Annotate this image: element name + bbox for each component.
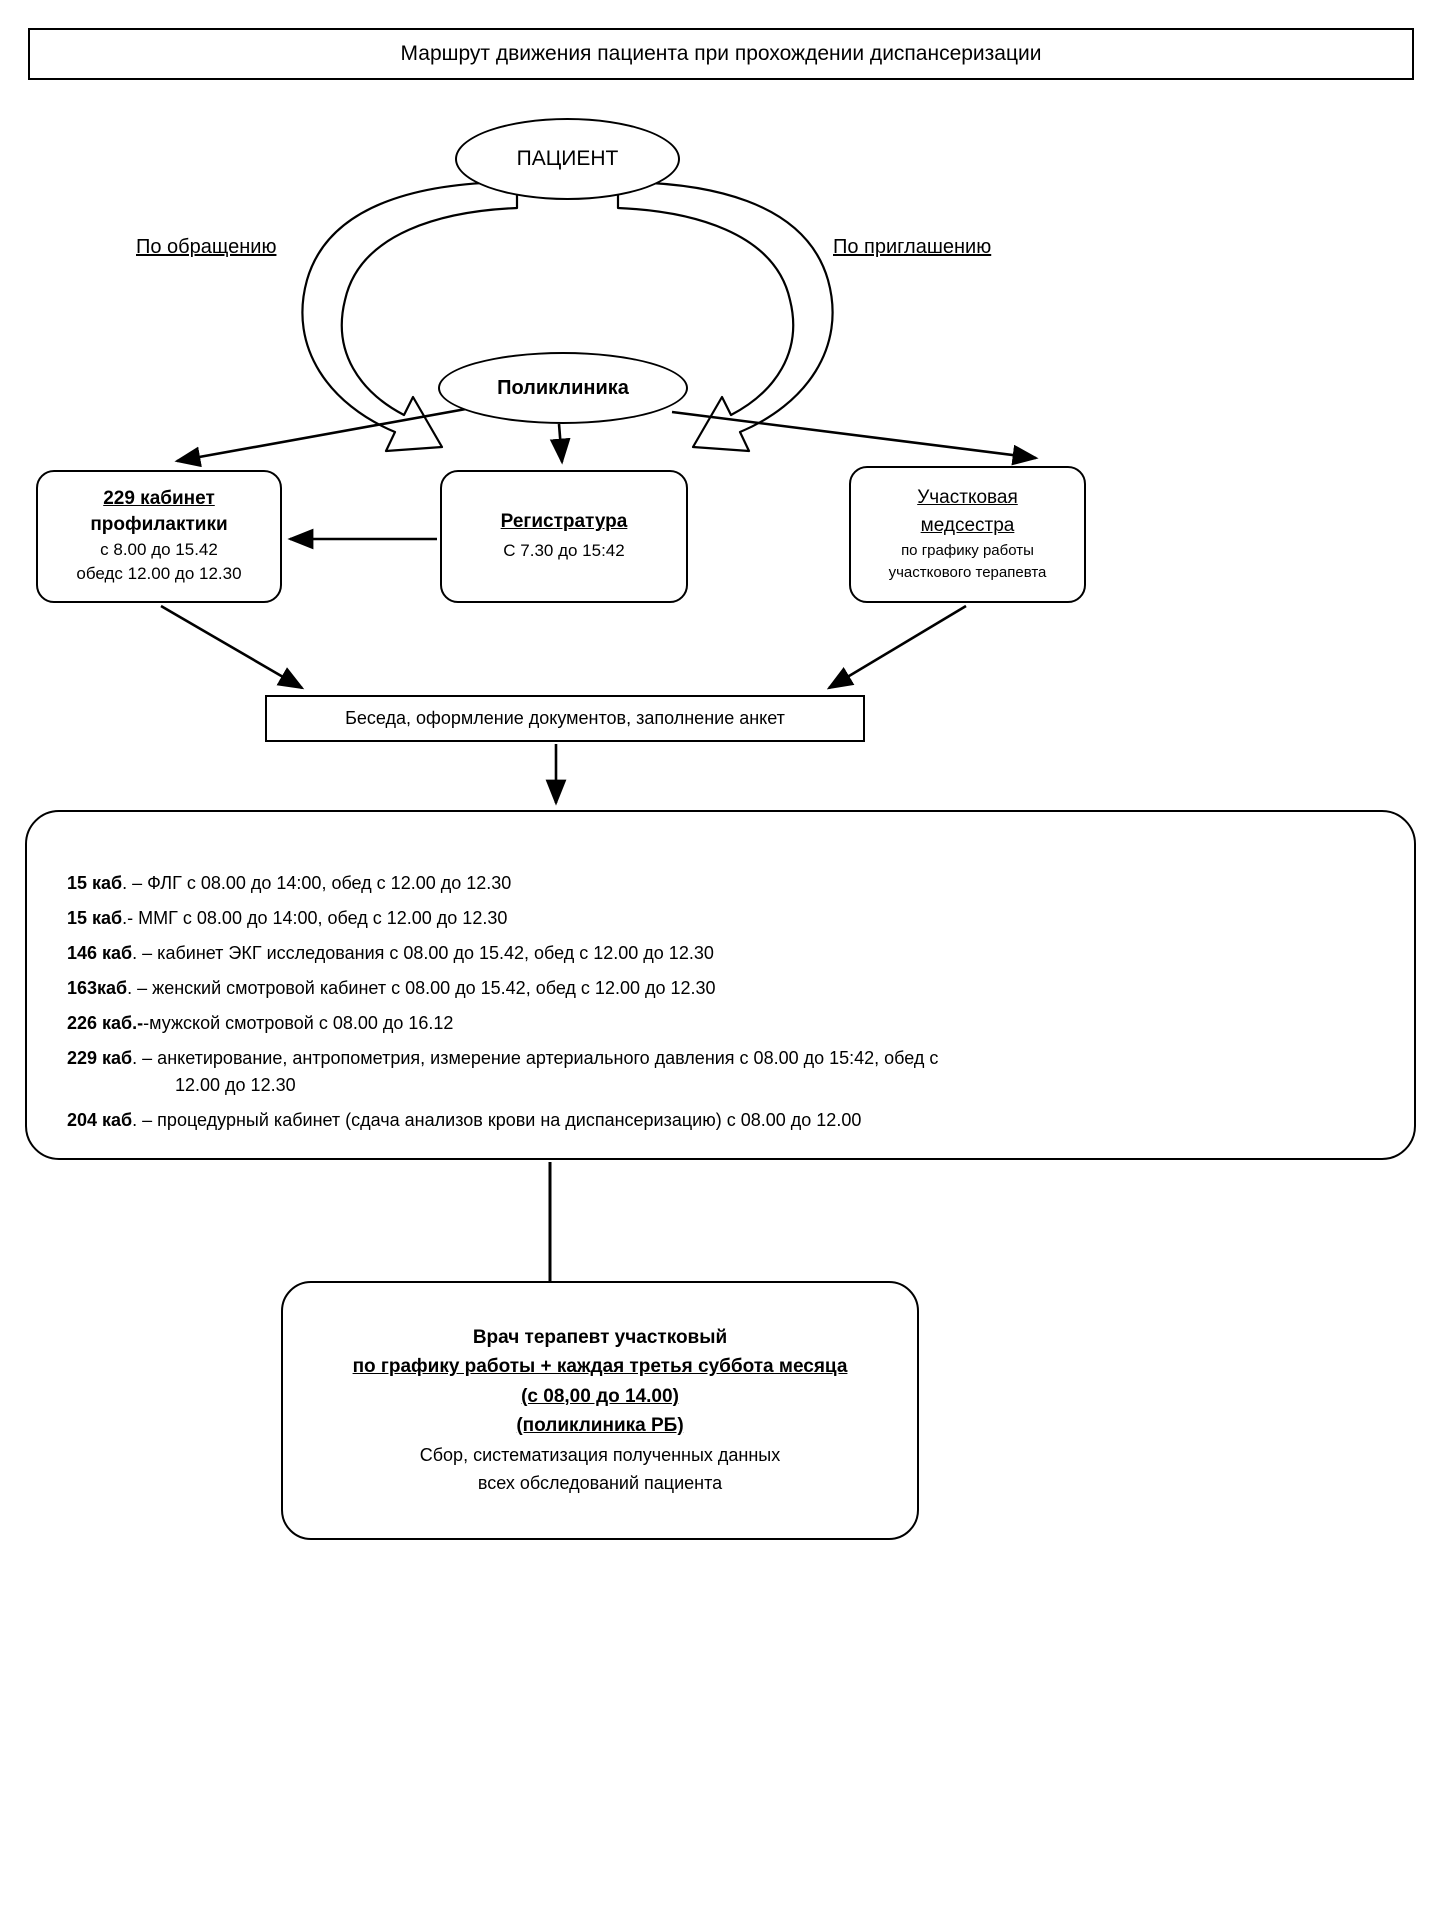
node-registry: Регистратура С 7.30 до 15:42 [440, 470, 688, 603]
cabinets-list-lines: 15 каб. – ФЛГ с 08.00 до 14:00, обед с 1… [67, 874, 1374, 1129]
cabinet-room-number: 204 каб [67, 1110, 133, 1130]
cabinet-list-item: 204 каб. – процедурный кабинет (сдача ан… [67, 1111, 1374, 1129]
arrow-clinic-to-nurse [671, 410, 1039, 466]
registry-hours: С 7.30 до 15:42 [503, 541, 625, 560]
cabinet-room-description: . – женский смотровой кабинет с 08.00 до… [127, 978, 716, 998]
room-229-title: 229 кабинет [103, 488, 215, 510]
node-room-229: 229 кабинет профилактики с 8.00 до 15.42… [36, 470, 282, 603]
cabinet-room-number: 15 каб [67, 908, 123, 928]
doctor-line-1: Врач терапевт участковый [472, 1326, 728, 1348]
diagram-title-text: Маршрут движения пациента при прохождени… [400, 42, 1042, 66]
cabinet-list-item: 15 каб. – ФЛГ с 08.00 до 14:00, обед с 1… [67, 874, 1374, 892]
doctor-line-4: (поликлиника РБ) [516, 1415, 684, 1437]
nurse-note-line2: участкового терапевта [888, 564, 1047, 582]
node-district-therapist: Врач терапевт участковый по графику рабо… [281, 1281, 919, 1540]
cabinet-room-description: . – процедурный кабинет (сдача анализов … [132, 1110, 862, 1130]
node-clinic-label: Поликлиника [497, 376, 629, 399]
cabinet-list-item: 146 каб. – кабинет ЭКГ исследования с 08… [67, 944, 1374, 962]
interview-label: Беседа, оформление документов, заполнени… [345, 708, 785, 728]
label-by-invitation: По приглашению [833, 236, 992, 258]
cabinet-list-item: 15 каб.- ММГ с 08.00 до 14:00, обед с 12… [67, 909, 1374, 927]
node-interview: Беседа, оформление документов, заполнени… [265, 695, 865, 742]
cabinet-room-number: 15 каб [67, 873, 123, 893]
cabinet-room-description: 12.00 до 12.30 [175, 1075, 296, 1095]
cabinet-list-item: 12.00 до 12.30 [67, 1076, 1374, 1094]
cabinet-room-number: 163каб [67, 978, 128, 998]
cabinet-room-description: . – кабинет ЭКГ исследования с 08.00 до … [132, 943, 714, 963]
cabinet-room-description: . – ФЛГ с 08.00 до 14:00, обед с 12.00 д… [122, 873, 512, 893]
cabinet-room-number: 229 каб [67, 1048, 133, 1068]
diagram-title: Маршрут движения пациента при прохождени… [28, 28, 1414, 80]
room-229-hours: с 8.00 до 15.42 [100, 539, 218, 559]
cabinet-list-item: 226 каб.--мужской смотровой с 08.00 до 1… [67, 1014, 1374, 1032]
node-patient: ПАЦИЕНТ [455, 118, 680, 200]
node-clinic: Поликлиника [438, 352, 688, 424]
arrow-clinic-to-room229 [174, 407, 467, 468]
arrow-nurse-to-talk [826, 604, 967, 690]
label-by-request: По обращению [136, 236, 277, 258]
cabinet-list-item: 229 каб. – анкетирование, антропометрия,… [67, 1049, 1374, 1067]
doctor-line-2: по графику работы + каждая третья суббот… [352, 1356, 848, 1378]
nurse-note-line1: по графику работы [901, 541, 1034, 559]
cabinet-room-description: .- ММГ с 08.00 до 14:00, обед с 12.00 до… [122, 908, 508, 928]
cabinet-room-description: -мужской смотровой с 08.00 до 16.12 [143, 1013, 454, 1033]
doctor-line-3: (с 08,00 до 14.00) [521, 1385, 679, 1407]
doctor-line-5: Сбор, систематизация полученных данных [419, 1444, 781, 1465]
arrow-clinic-to-registry [549, 423, 571, 465]
room-229-subtitle: профилактики [90, 513, 228, 535]
cabinet-list-item: 163каб. – женский смотровой кабинет с 08… [67, 979, 1374, 997]
room-229-lunch: обедс 12.00 до 12.30 [76, 564, 242, 584]
node-district-nurse: Участковая медсестра по графику работы у… [849, 466, 1086, 603]
arrow-room229-to-talk [160, 604, 305, 690]
nurse-title-line1: Участковая [917, 487, 1018, 509]
nurse-title-line2: медсестра [920, 515, 1015, 536]
doctor-line-6: всех обследований пациента [477, 1473, 723, 1494]
registry-title: Регистратура [500, 511, 628, 533]
cabinet-room-number: 226 каб.- [67, 1013, 144, 1033]
node-cabinets-list: 15 каб. – ФЛГ с 08.00 до 14:00, обед с 1… [25, 810, 1416, 1160]
cabinet-room-number: 146 каб [67, 943, 133, 963]
cabinet-room-description: . – анкетирование, антропометрия, измере… [132, 1048, 939, 1068]
node-patient-label: ПАЦИЕНТ [516, 147, 619, 170]
